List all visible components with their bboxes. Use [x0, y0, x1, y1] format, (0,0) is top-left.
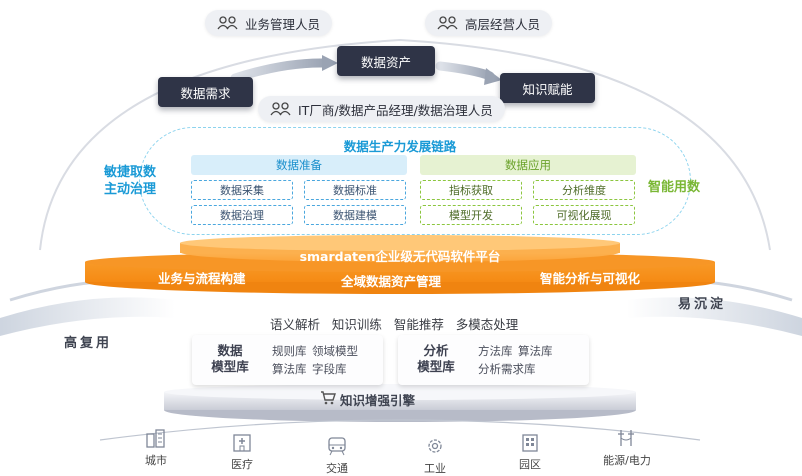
data-model-library-name: 数据 模型库 [211, 343, 249, 374]
prep-item: 数据治理 [191, 205, 293, 225]
app-item: 分析维度 [533, 180, 635, 200]
library-item: 分析需求库 [478, 362, 536, 376]
smart-use-label: 智能用数 [648, 180, 701, 195]
high-reuse-label: 高复用 [64, 336, 113, 351]
agile-fetch-label: 敏捷取数 主动治理 [104, 165, 157, 197]
library-item: 算法库 [272, 362, 307, 376]
prep-item: 数据建模 [304, 205, 406, 225]
platform-item: 全域数据资产管理 [341, 274, 442, 289]
role-senior-executives: 高层经营人员 [425, 10, 553, 36]
role-business-managers: 业务管理人员 [205, 10, 333, 36]
users-icon [217, 16, 238, 30]
data-assets-box: 数据资产 [337, 46, 435, 76]
prep-item: 数据采集 [191, 180, 293, 200]
library-item: 字段库 [312, 362, 347, 376]
library-item: 规则库 [272, 344, 307, 358]
app-item: 可视化展现 [533, 205, 635, 225]
analysis-model-library [398, 335, 589, 385]
hospital-icon [227, 428, 257, 456]
industry-label: 园区 [519, 458, 541, 471]
city-icon [141, 424, 171, 452]
platform-item: 业务与流程构建 [158, 271, 246, 286]
easy-accumulate-label: 易沉淀 [678, 297, 727, 312]
analysis-model-library-name: 分析 模型库 [417, 343, 455, 374]
data-demand-box: 数据需求 [158, 77, 253, 107]
users-icon [270, 102, 291, 116]
library-item: 方法库 [478, 344, 513, 358]
platform-title: smardaten企业级无代码软件平台 [299, 249, 501, 264]
knowledge-empower-box: 知识赋能 [500, 73, 595, 103]
role-label: 高层经营人员 [465, 16, 541, 32]
library-item: 领域模型 [312, 344, 358, 358]
app-item: 模型开发 [420, 205, 522, 225]
industry-label: 城市 [145, 454, 167, 467]
power-icon [611, 424, 641, 452]
data-prep-header: 数据准备 [191, 155, 407, 175]
app-item: 指标获取 [420, 180, 522, 200]
data-model-library [192, 335, 383, 385]
gear-icon [420, 432, 450, 460]
transport-icon [322, 432, 352, 460]
knowledge-engine-label: 知识增强引擎 [340, 393, 416, 408]
capabilities-line: 语义解析 知识训练 智能推荐 多模态处理 [270, 317, 519, 332]
users-icon [437, 16, 458, 30]
role-it-staff: IT厂商/数据产品经理/数据治理人员 [258, 96, 505, 122]
industry-label: 医疗 [231, 458, 253, 471]
role-label: 业务管理人员 [245, 16, 321, 32]
cart-icon [321, 391, 336, 405]
park-icon [515, 428, 545, 456]
data-productivity-chain [139, 127, 691, 235]
industry-label: 能源/电力 [603, 454, 651, 467]
prep-item: 数据标准 [304, 180, 406, 200]
role-label: IT厂商/数据产品经理/数据治理人员 [298, 102, 493, 118]
chain-title: 数据生产力发展链路 [343, 139, 457, 154]
industry-label: 工业 [424, 462, 446, 475]
industry-label: 交通 [326, 462, 348, 475]
platform-item: 智能分析与可视化 [540, 271, 641, 286]
data-app-header: 数据应用 [420, 155, 636, 175]
library-item: 算法库 [518, 344, 553, 358]
